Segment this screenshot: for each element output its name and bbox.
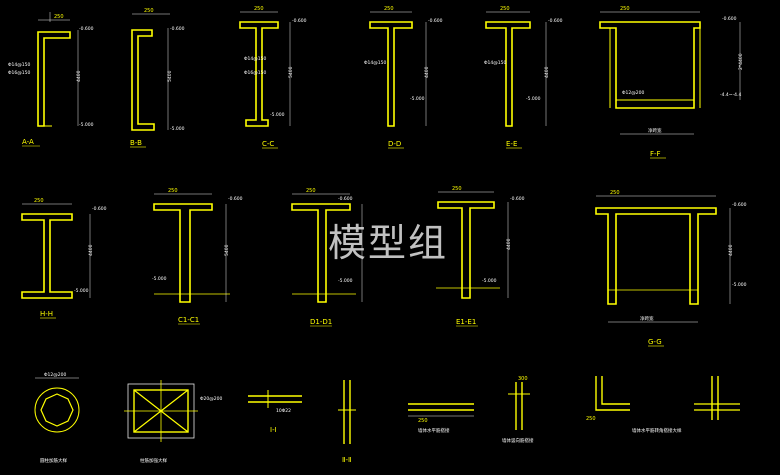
corner-dim: 250	[586, 416, 596, 422]
section-d1-d1: 250 -0.600 -5.000 D1-D1	[291, 188, 363, 327]
elev-top-f: -0.600	[722, 16, 737, 22]
height-h: 4400	[88, 244, 94, 256]
detail-ii-ii: Ⅱ-Ⅱ	[338, 380, 356, 464]
dim-width-b: 250	[144, 8, 154, 14]
elev-bot-g: -5.000	[732, 282, 747, 288]
rebar-c1: Φ14@150	[244, 56, 266, 62]
label-wall-plan: 墙体水平筋搭接	[418, 427, 450, 434]
elev-top-b: -0.600	[170, 26, 185, 32]
height-e1: 4400	[506, 238, 512, 250]
title-f-f: F-F	[650, 150, 661, 158]
elev-top-h: -0.600	[92, 206, 107, 212]
dim-width-c1: 250	[168, 188, 178, 194]
dim-width-e: 250	[500, 6, 510, 12]
height-c1: 5400	[224, 244, 230, 256]
title-i-i: Ⅰ-Ⅰ	[270, 426, 277, 434]
wall-dim: 250	[418, 418, 428, 424]
label-corner: 墙体水平筋转角搭接大样	[632, 427, 682, 434]
rebar-e1: Φ14@150	[484, 60, 506, 66]
detail-wall-joint: 300 墙体竖向筋搭接	[502, 376, 534, 444]
title-h-h: H-H	[40, 310, 53, 318]
title-g-g: G-G	[648, 338, 662, 346]
dim-width-d: 250	[384, 6, 394, 12]
elev-bot-d1: -5.000	[338, 278, 353, 284]
elev-bot-c1: -5.000	[152, 276, 167, 282]
rebar-f1: Φ12@200	[622, 90, 644, 96]
dim-width-h: 250	[34, 198, 44, 204]
section-b-b: 250 -0.600 5400 -5.000 B-B	[130, 8, 185, 148]
height-b: 5400	[167, 70, 173, 82]
rebar-a2: Φ16@150	[8, 70, 30, 76]
detail-corner: 250 墙体水平筋转角搭接大样	[586, 376, 740, 434]
section-g-g: 250 -0.600 4400 -5.000 净跨宽 G-G	[595, 190, 747, 347]
section-h-h: 250 -0.600 4400 -5.000 H-H	[21, 198, 107, 319]
ring-dim: Φ12@200	[44, 372, 66, 378]
section-a-a: 250 -0.600 4400 -5.000 Φ14@150 Φ16@150 A…	[8, 12, 94, 147]
rebar-a1: Φ14@150	[8, 62, 30, 68]
height-a: 4400	[76, 70, 82, 82]
elev-top-a: -0.600	[79, 26, 94, 32]
elev-top-d1: -0.600	[338, 196, 353, 202]
title-ii-ii: Ⅱ-Ⅱ	[342, 456, 351, 464]
elev-top-e1: -0.600	[510, 196, 525, 202]
dim-width-c: 250	[254, 6, 264, 12]
detail-ring: Φ12@200 圆柱加筋大样	[34, 372, 80, 464]
span-f: 净跨宽	[648, 127, 662, 134]
rebar-c2: Φ16@150	[244, 70, 266, 76]
elev-top-d: -0.600	[428, 18, 443, 24]
watermark: 模型组	[328, 221, 449, 265]
elev-top-c: -0.600	[292, 18, 307, 24]
height-e: 4400	[544, 66, 550, 78]
title-e1-e1: E1-E1	[456, 318, 476, 326]
elev-bot-e: -5.000	[526, 96, 541, 102]
section-e1-e1: 250 -0.600 4400 -5.000 E1-E1	[436, 186, 525, 327]
section-d-d: 250 -0.600 4400 -5.000 Φ14@150 D-D	[364, 6, 443, 149]
dim-width-e1: 250	[452, 186, 462, 192]
title-d1-d1: D1-D1	[310, 318, 332, 326]
span-g: 净跨宽	[640, 315, 654, 322]
elev-bot-a: -5.000	[79, 122, 94, 128]
elev-bot-c: -5.000	[270, 112, 285, 118]
dim-width-f: 250	[620, 6, 630, 12]
detail-square: Φ20@200 柱筋加强大样	[124, 380, 222, 464]
height-f: 2*4400	[738, 53, 744, 70]
dim-width-d1: 250	[306, 188, 316, 194]
elev-top-g: -0.600	[732, 202, 747, 208]
section-f-f: 250 -0.600 2*4400 -4.4~-4.4 Φ12@200 净跨宽 …	[599, 6, 744, 159]
detail-wall-plan: 250 墙体水平筋搭接	[408, 403, 474, 434]
label-wall-joint: 墙体竖向筋搭接	[502, 437, 534, 444]
title-d-d: D-D	[388, 140, 401, 148]
dim-width-a: 250	[54, 14, 64, 20]
dim-width-g: 250	[610, 190, 620, 196]
square-rebar: Φ20@200	[200, 396, 222, 402]
dim-i: 10Φ22	[276, 408, 291, 414]
joint-dim: 300	[518, 376, 528, 382]
elev-top-c1: -0.600	[228, 196, 243, 202]
elev-bot-d: -5.000	[410, 96, 425, 102]
title-b-b: B-B	[130, 139, 142, 147]
section-c1-c1: 250 -0.600 5400 -5.000 C1-C1	[152, 188, 243, 325]
section-e-e: 250 -0.600 4400 -5.000 Φ14@150 E-E	[484, 6, 563, 149]
title-a-a: A-A	[22, 138, 34, 146]
elev-top-e: -0.600	[548, 18, 563, 24]
label-ring: 圆柱加筋大样	[40, 457, 67, 464]
label-square: 柱筋加强大样	[140, 457, 167, 464]
rebar-d1: Φ14@150	[364, 60, 386, 66]
height-d: 4400	[424, 66, 430, 78]
title-c-c: C-C	[262, 140, 274, 148]
height-g: 4400	[728, 244, 734, 256]
detail-i-i: 10Φ22 Ⅰ-Ⅰ	[248, 390, 302, 434]
elev-bot-h: -5.000	[74, 288, 89, 294]
title-e-e: E-E	[506, 140, 517, 148]
elev-bot-e1: -5.000	[482, 278, 497, 284]
elev-bot-f: -4.4~-4.4	[720, 92, 741, 98]
height-c: 5400	[288, 66, 294, 78]
title-c1-c1: C1-C1	[178, 316, 199, 324]
section-c-c: 250 -0.600 5400 -5.000 Φ14@150 Φ16@150 C…	[239, 6, 307, 149]
elev-bot-b: -5.000	[170, 126, 185, 132]
